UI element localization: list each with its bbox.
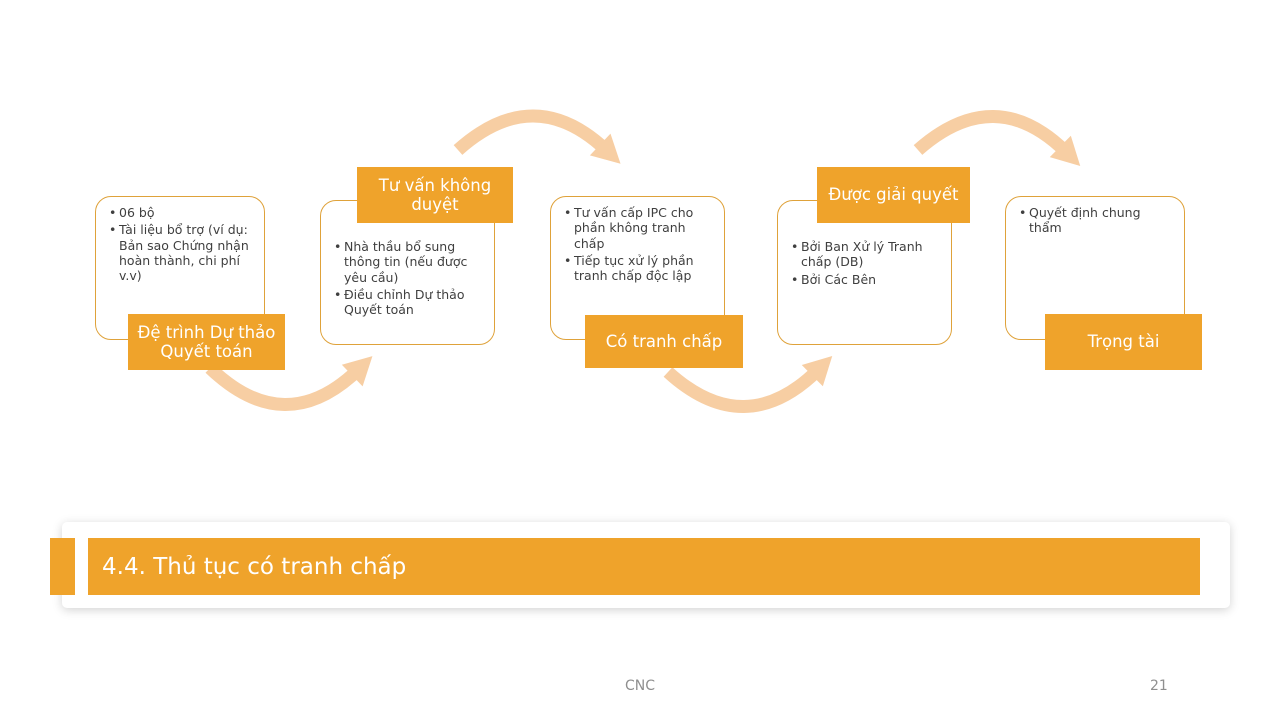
page-number: 21 [1150, 678, 1168, 694]
bullet-item: Tiếp tục xử lý phần tranh chấp độc lập [563, 253, 716, 284]
slide-title-bar: 4.4. Thủ tục có tranh chấp [88, 538, 1200, 595]
step4-panel: Bởi Ban Xử lý Tranh chấp (DB) Bởi Các Bê… [777, 200, 952, 345]
step1-bullet-list: 06 bộ Tài liệu bổ trợ (ví dụ: Bản sao Ch… [96, 197, 264, 283]
bullet-item: Bởi Các Bên [790, 272, 943, 288]
title-accent-block [50, 538, 75, 595]
step1-label: Đệ trình Dự thảo Quyết toán [128, 314, 285, 370]
step2-panel: Nhà thầu bổ sung thông tin (nếu được yêu… [320, 200, 495, 345]
bullet-item: Tư vấn cấp IPC cho phần không tranh chấp [563, 205, 716, 251]
bullet-item: Tài liệu bổ trợ (ví dụ: Bản sao Chứng nh… [108, 222, 256, 283]
bullet-item: Bởi Ban Xử lý Tranh chấp (DB) [790, 239, 943, 270]
arrow-step1-to-step2 [205, 356, 373, 411]
arrow-step3-to-step4 [663, 355, 833, 413]
arrow-step4-to-step5 [913, 110, 1081, 167]
footer-text: CNC [624, 678, 656, 694]
step3-bullet-list: Tư vấn cấp IPC cho phần không tranh chấp… [551, 197, 724, 283]
step4-label: Được giải quyết [817, 167, 970, 223]
step3-label: Có tranh chấp [585, 315, 743, 368]
slide-title: 4.4. Thủ tục có tranh chấp [102, 553, 407, 580]
bullet-item: Nhà thầu bổ sung thông tin (nếu được yêu… [333, 239, 486, 285]
arrow-step2-to-step3 [453, 109, 621, 164]
bullet-item: Điều chỉnh Dự thảo Quyết toán [333, 287, 486, 318]
step4-bullet-list: Bởi Ban Xử lý Tranh chấp (DB) Bởi Các Bê… [778, 201, 951, 287]
step2-bullet-list: Nhà thầu bổ sung thông tin (nếu được yêu… [321, 201, 494, 317]
bullet-item: 06 bộ [108, 205, 256, 221]
step1-panel: 06 bộ Tài liệu bổ trợ (ví dụ: Bản sao Ch… [95, 196, 265, 340]
step5-label: Trọng tài [1045, 314, 1202, 370]
step5-bullet-list: Quyết định chung thẩm [1006, 197, 1184, 236]
step2-label: Tư vấn không duyệt [357, 167, 513, 223]
bullet-item: Quyết định chung thẩm [1018, 205, 1176, 236]
